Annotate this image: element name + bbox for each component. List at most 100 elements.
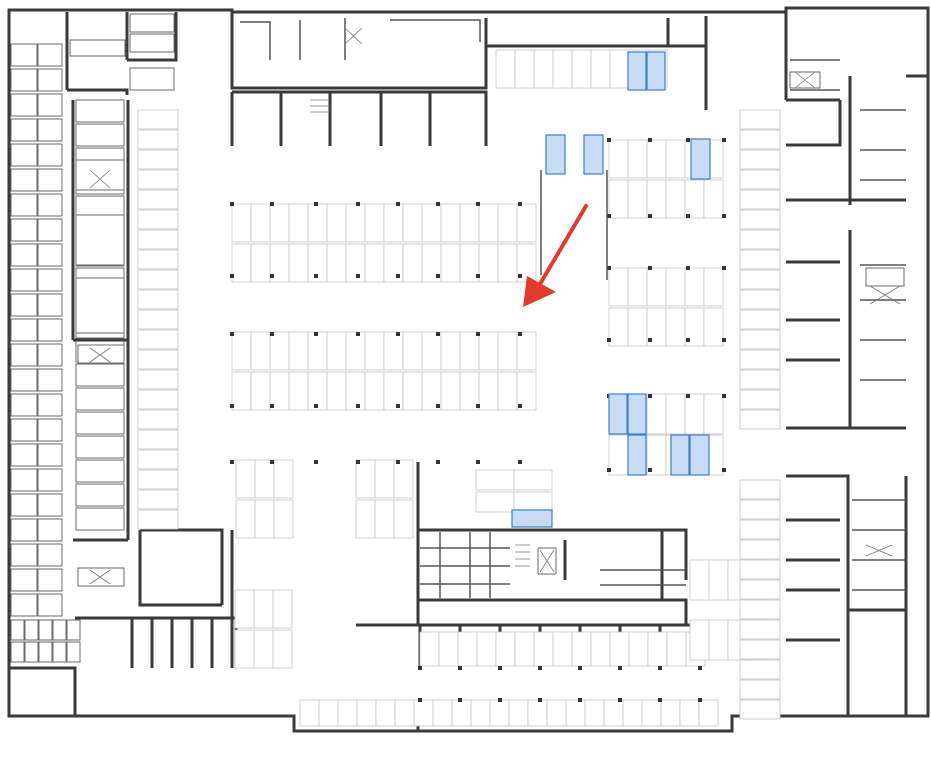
- parking-space: [250, 243, 271, 283]
- parking-space: [739, 129, 781, 150]
- pillar: [698, 698, 702, 702]
- parking-space: [326, 203, 347, 243]
- highlighted-space[interactable]: [608, 393, 628, 435]
- storage-cell: [10, 218, 38, 242]
- parking-space: [603, 699, 624, 727]
- pillar: [356, 404, 360, 408]
- pillar: [686, 266, 690, 270]
- parking-space: [608, 267, 629, 307]
- parking-space: [137, 229, 179, 250]
- parking-space: [345, 243, 366, 283]
- pillar: [436, 404, 440, 408]
- parking-space: [516, 203, 537, 243]
- parking-space: [739, 309, 781, 330]
- parking-space: [739, 599, 781, 620]
- storage-cell: [10, 43, 38, 67]
- highlighted-space[interactable]: [627, 393, 647, 435]
- parking-space: [413, 699, 434, 727]
- storage-cell: [10, 293, 38, 317]
- parking-space: [440, 331, 461, 371]
- parking-space: [739, 369, 781, 390]
- storage-cell: [10, 593, 38, 617]
- parking-space: [137, 189, 179, 210]
- pillar: [498, 666, 502, 670]
- pillar: [396, 460, 400, 464]
- right-block-upper: [784, 8, 928, 430]
- parking-space: [533, 631, 554, 667]
- storage-cell: [10, 193, 38, 217]
- parking-space: [440, 203, 461, 243]
- storage-cell: [10, 468, 38, 492]
- parking-space: [646, 179, 667, 219]
- pillar: [518, 332, 522, 336]
- storage-cell: [10, 243, 38, 267]
- pillar: [722, 266, 726, 270]
- parking-space: [383, 371, 404, 411]
- highlighted-space[interactable]: [627, 51, 647, 91]
- pillar: [722, 468, 726, 472]
- parking-space: [608, 434, 629, 476]
- structural-pillars: [230, 138, 726, 702]
- parking-space: [231, 371, 252, 411]
- pillar: [648, 394, 652, 398]
- pillar: [356, 460, 360, 464]
- highlighted-space[interactable]: [545, 134, 566, 175]
- parking-space: [272, 629, 293, 669]
- ramp: [540, 170, 608, 280]
- storage-cell: [24, 641, 39, 663]
- parking-space: [269, 203, 290, 243]
- parking-space: [250, 331, 271, 371]
- storage-cell: [10, 543, 38, 567]
- storage-cell: [66, 641, 81, 663]
- parking-space: [137, 349, 179, 370]
- parking-space: [627, 139, 648, 179]
- parking-space: [273, 499, 294, 539]
- highlighted-space[interactable]: [670, 434, 690, 476]
- parking-space: [137, 489, 179, 510]
- highlighted-space[interactable]: [511, 509, 553, 528]
- highlighted-space[interactable]: [627, 434, 647, 476]
- pillar: [436, 202, 440, 206]
- storage-cell: [10, 393, 38, 417]
- parking-space: [326, 331, 347, 371]
- storage-cell: [10, 443, 38, 467]
- pillar: [607, 266, 611, 270]
- storage-cell: [10, 641, 25, 663]
- parking-space: [234, 629, 255, 669]
- parking-space: [708, 559, 729, 601]
- parking-space: [235, 499, 256, 539]
- highlighted-space[interactable]: [689, 434, 710, 476]
- pillar: [476, 202, 480, 206]
- storage-cell: [10, 418, 38, 442]
- parking-space: [495, 631, 516, 667]
- pillar: [458, 666, 462, 670]
- pillar: [658, 666, 662, 670]
- parking-space: [708, 619, 729, 661]
- highlighted-space[interactable]: [646, 51, 666, 91]
- pillar: [396, 274, 400, 278]
- storage-cell: [37, 393, 63, 417]
- parking-space: [364, 203, 385, 243]
- storage-cell: [37, 143, 63, 167]
- storage-cell: [75, 387, 125, 411]
- parking-space: [627, 307, 648, 347]
- pillar: [686, 214, 690, 218]
- pillar: [476, 332, 480, 336]
- parking-space: [533, 49, 554, 89]
- highlighted-space[interactable]: [583, 134, 604, 175]
- parking-space: [739, 409, 781, 430]
- pillar: [538, 666, 542, 670]
- parking-space: [739, 149, 781, 170]
- parking-space: [689, 619, 710, 661]
- parking-space: [684, 267, 705, 307]
- pillar: [698, 666, 702, 670]
- pillar: [396, 404, 400, 408]
- pillar: [518, 460, 522, 464]
- highlighted-space[interactable]: [690, 138, 711, 180]
- storage-cell: [75, 363, 125, 387]
- parking-space: [739, 389, 781, 410]
- parking-space: [364, 371, 385, 411]
- parking-space: [608, 139, 629, 179]
- pillar: [578, 666, 582, 670]
